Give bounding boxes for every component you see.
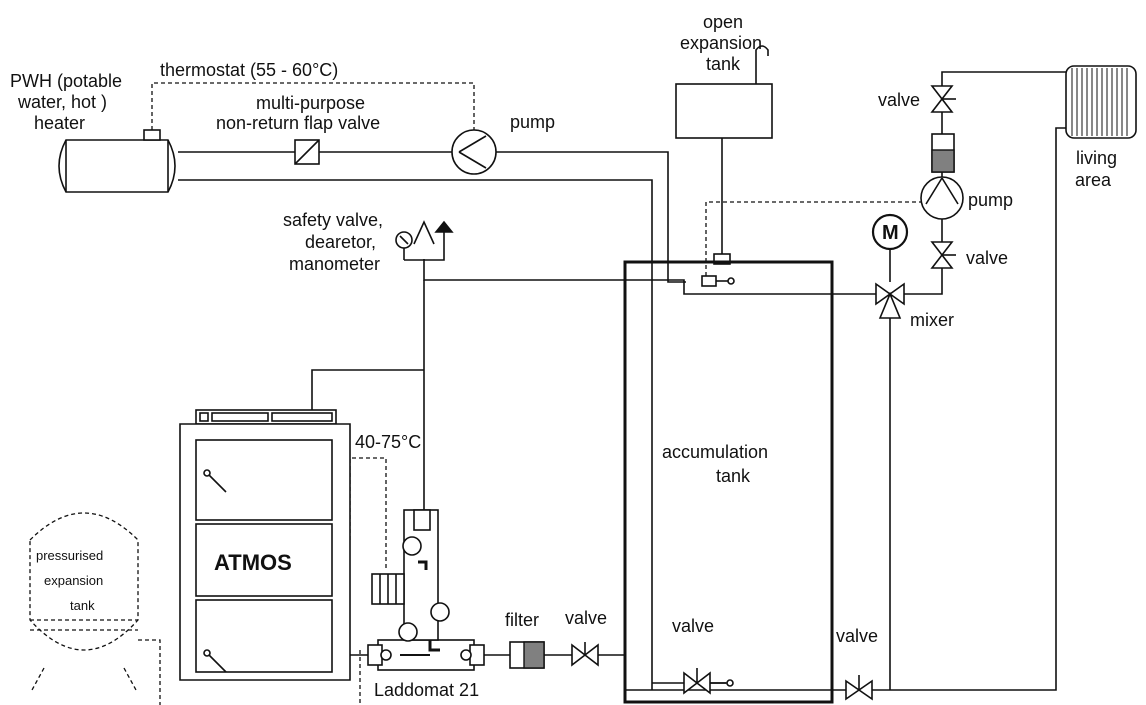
laddomat: Laddomat 21 (367, 509, 485, 700)
boiler-door-bottom (195, 599, 333, 673)
safety-group-label-2: dearetor, (305, 232, 376, 252)
laddomat-label: Laddomat 21 (374, 680, 479, 700)
valve-inside-label: valve (672, 616, 714, 636)
valve-mid: valve (565, 608, 607, 667)
open-tank-label-3: tank (706, 54, 741, 74)
boiler-brand: ATMOS (214, 550, 292, 575)
open-expansion-tank: open expansion tank (675, 12, 773, 265)
valve-bottom-right-label: valve (836, 626, 878, 646)
pressurised-tank-label-1: pressurised (36, 548, 103, 563)
living-area-radiator: living area (1065, 65, 1137, 190)
boiler-door-mid (195, 523, 333, 597)
pwh-thermostat-sensor (143, 129, 161, 141)
flap-valve-label-2: non-return flap valve (216, 113, 380, 133)
pressurised-tank-label-3: tank (70, 598, 95, 613)
flap-valve: multi-purpose non-return flap valve (216, 93, 380, 165)
dearetor-arrow (413, 220, 435, 245)
pipe-pump-to-living (941, 71, 1066, 178)
pipe-mixer-to-pump (902, 216, 943, 295)
safety-valve (434, 220, 454, 233)
thermostat-line (151, 82, 475, 130)
control-lines (138, 82, 924, 705)
pwh-heater-label-2: water, hot ) (17, 92, 107, 112)
pwh-heater: PWH (potable water, hot ) heater (10, 71, 176, 193)
pressurised-tank-label-2: expansion (44, 573, 103, 588)
valve-top-right-label: valve (878, 90, 920, 110)
pump-right-body (920, 176, 964, 220)
open-expansion-tank-body (675, 83, 773, 139)
laddomat-gauge-mid (430, 602, 450, 622)
motor-label: M (882, 222, 899, 244)
valve-mid-label: valve (565, 608, 607, 628)
valve-bottom-right: valve (836, 626, 878, 701)
pressurised-expansion-tank: pressurised expansion tank (29, 512, 139, 691)
accumulation-tank-label-2: tank (716, 466, 751, 486)
pwh-heater-label-3: heater (34, 113, 85, 133)
mixer: mixer (875, 282, 954, 330)
boiler: ATMOS 40-75°C (179, 409, 421, 681)
pipe-heater-bottom (178, 179, 653, 690)
pipe-heater-top (178, 151, 686, 283)
pipe-boiler-top (311, 369, 424, 410)
laddomat-gauge-low (398, 622, 418, 642)
pump-top-body (451, 129, 497, 175)
open-tank-label-1: open (703, 12, 743, 32)
living-area-label-2: area (1075, 170, 1112, 190)
boiler-sensor-line (349, 457, 387, 570)
motor-body (871, 213, 909, 251)
pipe-tank-bottom-return (625, 127, 1066, 691)
living-area-label-1: living (1076, 148, 1117, 168)
filter: filter (505, 610, 545, 669)
motor: M (871, 213, 909, 251)
safety-group-label-3: manometer (289, 254, 380, 274)
open-tank-label-2: expansion (680, 33, 762, 53)
laddomat-gauge-top (402, 536, 422, 556)
boiler-door-top (195, 439, 333, 521)
thermostat-label: thermostat (55 - 60°C) (160, 60, 338, 80)
accumulation-tank-body (623, 260, 834, 704)
pressurised-tank-line (138, 639, 161, 705)
pipe-safety-to-mixer (423, 259, 878, 295)
filter-label: filter (505, 610, 539, 630)
pwh-heater-body (58, 139, 176, 193)
radiator-body (1065, 65, 1137, 139)
valve-right: valve (930, 241, 1008, 269)
mixer-label: mixer (910, 310, 954, 330)
pump-top: pump (451, 112, 555, 175)
pump-top-label: pump (510, 112, 555, 132)
valve-top-right: valve (878, 85, 956, 113)
pump-control-line (705, 201, 924, 276)
accumulation-tank-label-1: accumulation (662, 442, 768, 462)
valve-inside: valve (672, 616, 734, 695)
safety-group-label-1: safety valve, (283, 210, 383, 230)
accumulation-tank: accumulation tank (623, 260, 834, 704)
pump-right: pump (920, 176, 1013, 220)
boiler-temp-label: 40-75°C (355, 432, 421, 452)
pump-right-label: pump (968, 190, 1013, 210)
valve-right-label: valve (966, 248, 1008, 268)
filter-right (931, 133, 955, 173)
pwh-heater-label-1: PWH (potable (10, 71, 122, 91)
flap-valve-label-1: multi-purpose (256, 93, 365, 113)
safety-group: safety valve, dearetor, manometer (283, 210, 454, 274)
